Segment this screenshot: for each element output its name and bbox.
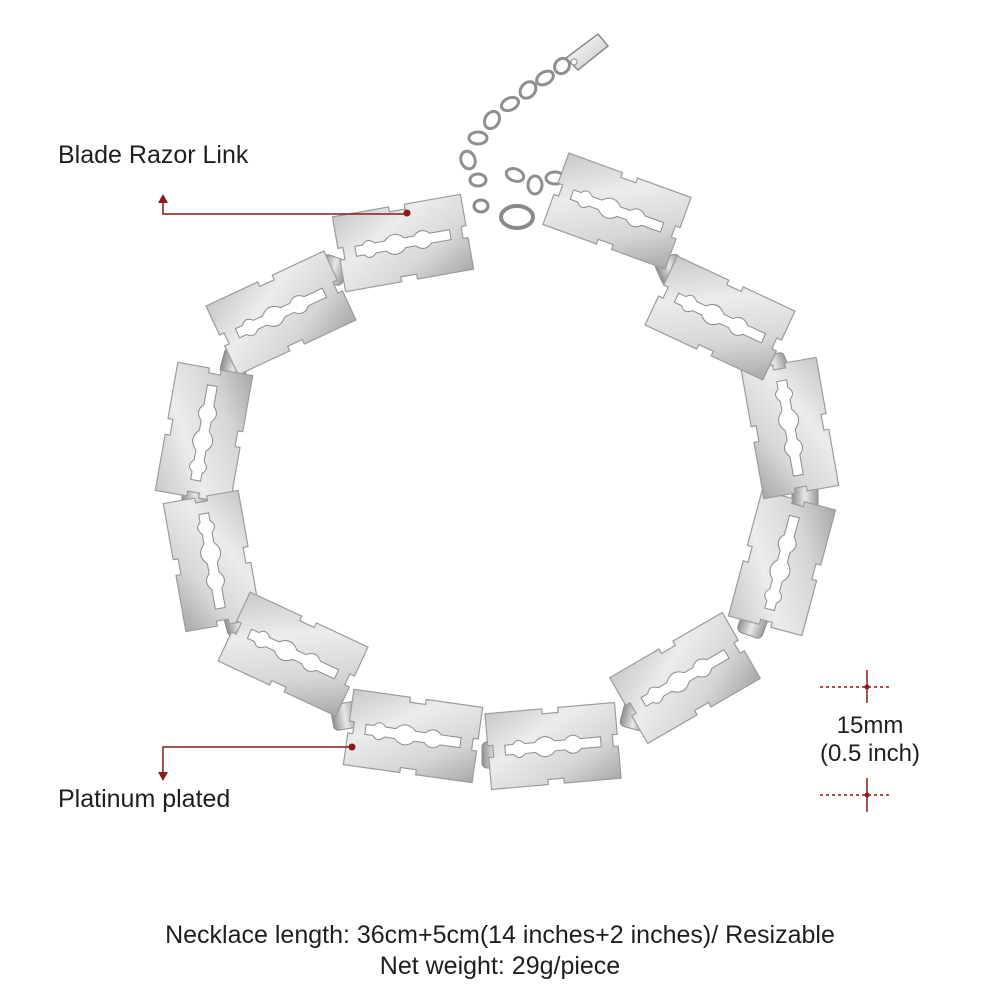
extension-chain: [459, 56, 571, 196]
weight-spec: Net weight: 29g/piece: [379, 952, 621, 980]
length-spec: Necklace length: 36cm+5cm(14 inches+2 in…: [165, 921, 835, 949]
lobster-clasp: [472, 198, 535, 230]
dimension-label: 15mm (0.5 inch): [800, 712, 940, 768]
platinum-plated-label: Platinum plated: [58, 785, 231, 813]
spec-block: Necklace length: 36cm+5cm(14 inches+2 in…: [0, 920, 1000, 982]
blade-razor-link-label: Blade Razor Link: [58, 141, 249, 169]
dimension-marker: [820, 670, 892, 812]
dimension-mm: 15mm: [836, 712, 904, 739]
callout-blade-link: [158, 194, 411, 217]
blade-links: [154, 152, 840, 791]
callout-platinum-plated: [158, 743, 356, 781]
dimension-inch: (0.5 inch): [819, 740, 921, 767]
chain-tag: [564, 32, 610, 72]
